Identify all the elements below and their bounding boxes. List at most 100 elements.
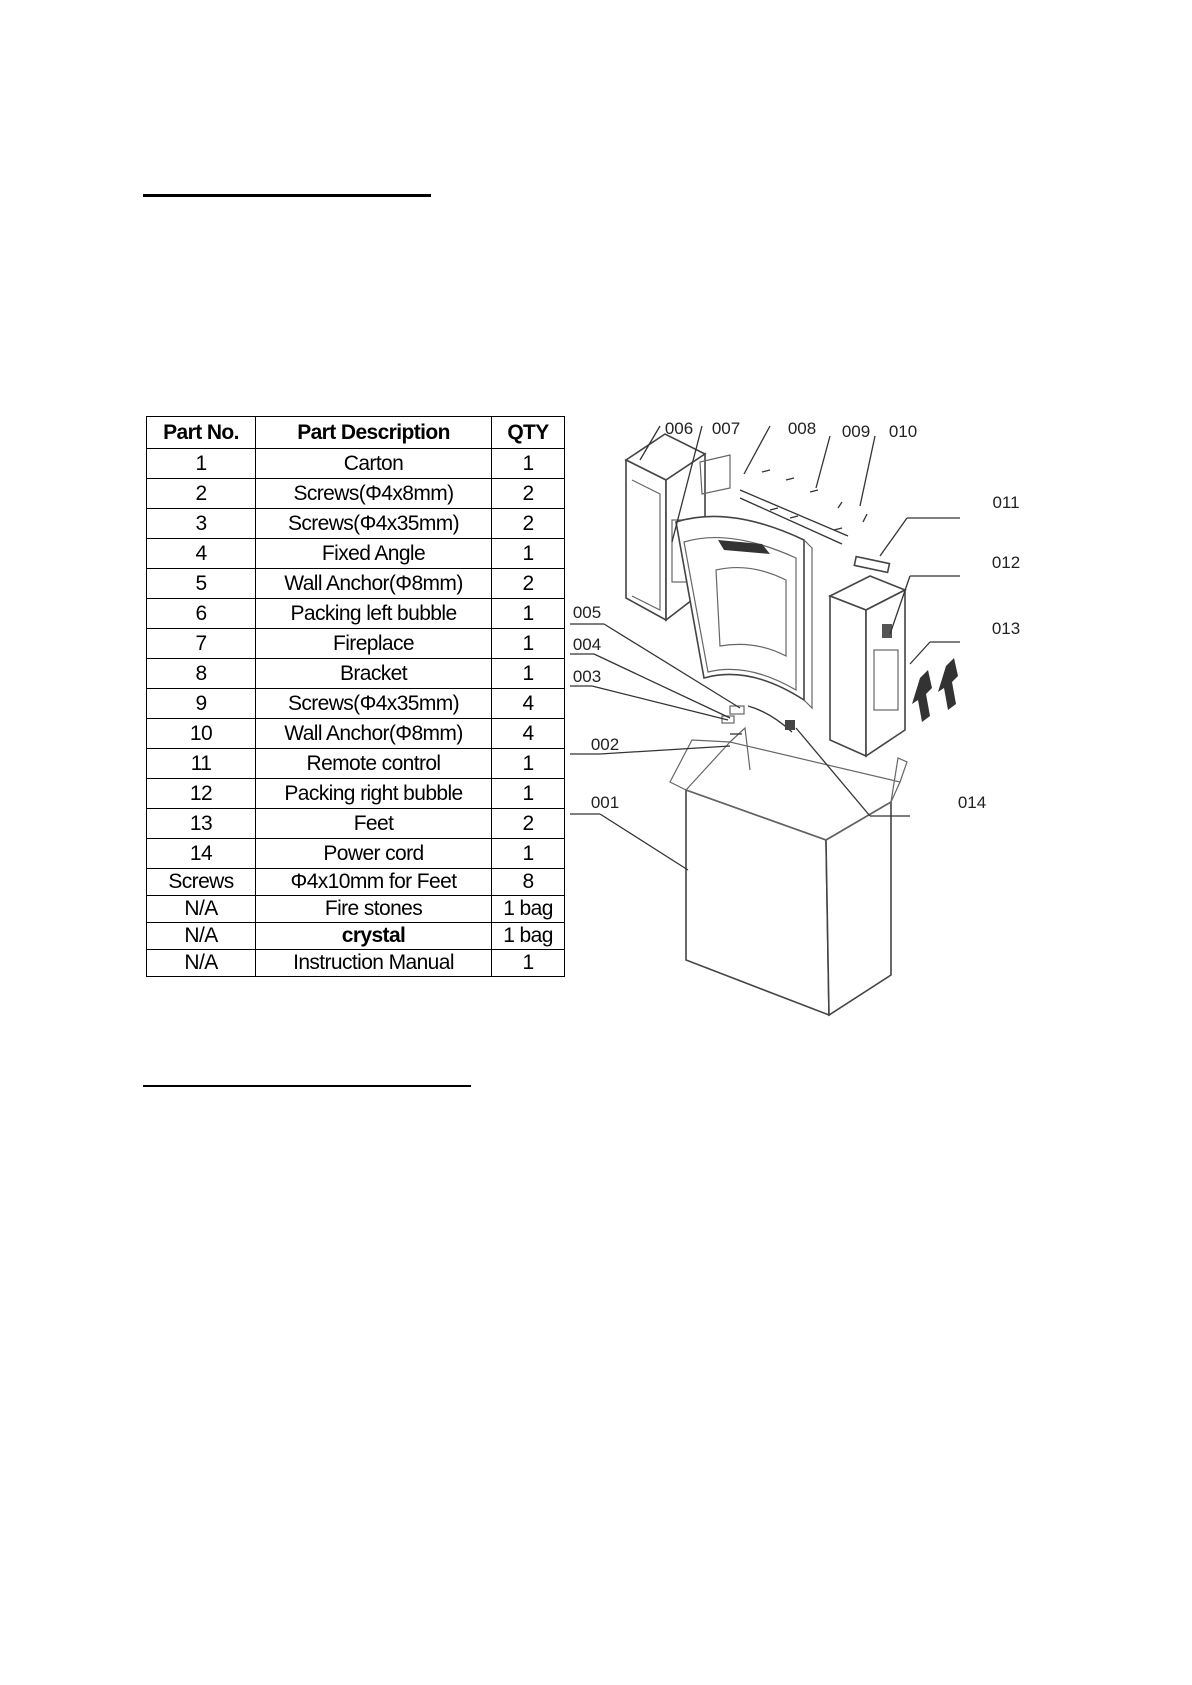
cell-qty: 1 bag: [491, 922, 565, 950]
cell-part-no: 7: [146, 628, 256, 659]
table-header-row: Part No. Part Description QTY: [146, 416, 565, 449]
cell-part-no: 6: [146, 598, 256, 629]
cell-description: Packing right bubble: [255, 778, 492, 809]
cell-description: Bracket: [255, 658, 492, 689]
cell-part-no: 11: [146, 748, 256, 779]
cell-part-no: 3: [146, 508, 256, 539]
header-qty: QTY: [491, 416, 565, 449]
cell-part-no: N/A: [146, 922, 256, 950]
header-part-description: Part Description: [255, 416, 492, 449]
cell-qty: 1: [491, 748, 565, 779]
right-packing-illustration: [828, 575, 907, 758]
label-014: 014: [958, 793, 986, 812]
label-010: 010: [889, 422, 917, 441]
cell-part-no: 13: [146, 808, 256, 839]
cell-part-no: 4: [146, 538, 256, 569]
cell-qty: 4: [491, 688, 565, 719]
carton-illustration: [669, 726, 908, 1017]
cell-part-no: N/A: [146, 949, 256, 977]
cell-description: Fireplace: [255, 628, 492, 659]
cell-part-no: 10: [146, 718, 256, 749]
cell-description: Fire stones: [255, 895, 492, 923]
cell-description: Wall Anchor(Φ8mm): [255, 568, 492, 599]
cell-description: Screws(Φ4x35mm): [255, 688, 492, 719]
cell-qty: 1: [491, 628, 565, 659]
leader-lines: [570, 425, 960, 871]
cell-description: Power cord: [255, 838, 492, 869]
label-013: 013: [992, 619, 1020, 638]
feet-illustration: [912, 658, 958, 722]
cell-part-no: 12: [146, 778, 256, 809]
cell-qty: 1: [491, 448, 565, 479]
cell-qty: 4: [491, 718, 565, 749]
cell-description: Instruction Manual: [255, 949, 492, 977]
label-002: 002: [591, 735, 619, 754]
cell-description: Carton: [255, 448, 492, 479]
label-007: 007: [712, 419, 740, 438]
remote-control-illustration: [853, 555, 891, 574]
cell-part-no: 2: [146, 478, 256, 509]
cell-part-no: N/A: [146, 895, 256, 923]
cell-qty: 1: [491, 838, 565, 869]
cell-qty: 8: [491, 868, 565, 896]
cell-part-no: 1: [146, 448, 256, 479]
cell-description: Feet: [255, 808, 492, 839]
label-006: 006: [665, 419, 693, 438]
cell-description: Remote control: [255, 748, 492, 779]
cell-qty: 1: [491, 658, 565, 689]
cell-qty: 1 bag: [491, 895, 565, 923]
cell-description: crystal: [255, 922, 492, 950]
cell-qty: 1: [491, 949, 565, 977]
section-rule-top: [143, 194, 431, 197]
cell-qty: 1: [491, 778, 565, 809]
label-008: 008: [788, 419, 816, 438]
cell-qty: 1: [491, 598, 565, 629]
cell-description: Wall Anchor(Φ8mm): [255, 718, 492, 749]
cell-part-no: 14: [146, 838, 256, 869]
label-001: 001: [591, 793, 619, 812]
cell-description: Φ4x10mm for Feet: [255, 868, 492, 896]
cell-description: Fixed Angle: [255, 538, 492, 569]
cell-description: Screws(Φ4x35mm): [255, 508, 492, 539]
label-005: 005: [573, 603, 601, 622]
label-011: 011: [992, 493, 1019, 512]
section-rule-bottom: [143, 1085, 471, 1087]
label-009: 009: [842, 422, 870, 441]
cell-part-no: 8: [146, 658, 256, 689]
cell-qty: 2: [491, 478, 565, 509]
label-012: 012: [992, 553, 1020, 572]
cell-qty: 1: [491, 538, 565, 569]
exploded-parts-diagram: 006 007 008 009 010 011 012 013 005 004 …: [570, 419, 1020, 1017]
cell-part-no: 9: [146, 688, 256, 719]
label-003: 003: [573, 667, 601, 686]
cell-part-no: Screws: [146, 868, 256, 896]
header-part-no: Part No.: [146, 416, 256, 449]
fireplace-illustration: [675, 515, 813, 710]
cell-qty: 2: [491, 808, 565, 839]
hardware-illustration: [721, 705, 795, 735]
cell-qty: 2: [491, 508, 565, 539]
cell-description: Packing left bubble: [255, 598, 492, 629]
cell-qty: 2: [491, 568, 565, 599]
cell-description: Screws(Φ4x8mm): [255, 478, 492, 509]
cell-part-no: 5: [146, 568, 256, 599]
part-labels: 006 007 008 009 010 011 012 013 005 004 …: [573, 419, 1020, 812]
